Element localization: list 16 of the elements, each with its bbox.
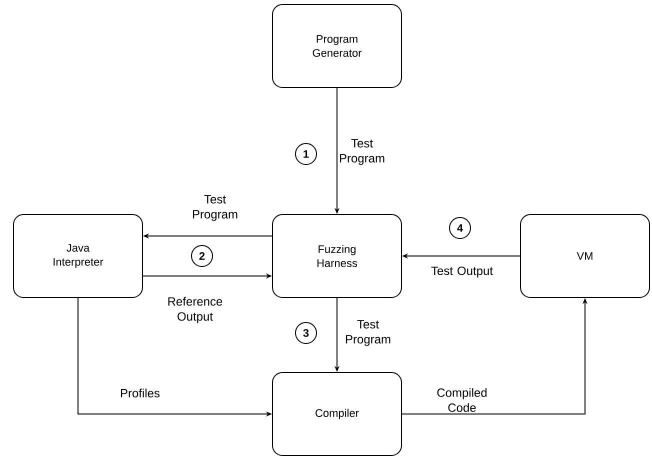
process-box: Java Interpreter bbox=[13, 214, 143, 298]
edge-label: Compiled Code bbox=[437, 388, 487, 412]
process-box: Program Generator bbox=[272, 4, 402, 88]
process-box: Fuzzing Harness bbox=[272, 214, 402, 298]
callout-number: 3 bbox=[295, 322, 317, 344]
callout-number: 2 bbox=[191, 245, 213, 267]
edge-label: Profiles bbox=[120, 388, 160, 398]
process-box: VM bbox=[520, 214, 650, 298]
callout-number: 1 bbox=[295, 143, 317, 165]
edge-label: Test Program bbox=[346, 320, 390, 346]
callout-number: 4 bbox=[449, 217, 471, 239]
edge-label: Reference Output bbox=[168, 296, 222, 324]
edge-label: Test Output bbox=[431, 266, 493, 278]
edge-label: Test Program bbox=[192, 195, 238, 221]
process-box: Compiler bbox=[272, 372, 402, 456]
edge-label: Test Program bbox=[340, 139, 384, 165]
